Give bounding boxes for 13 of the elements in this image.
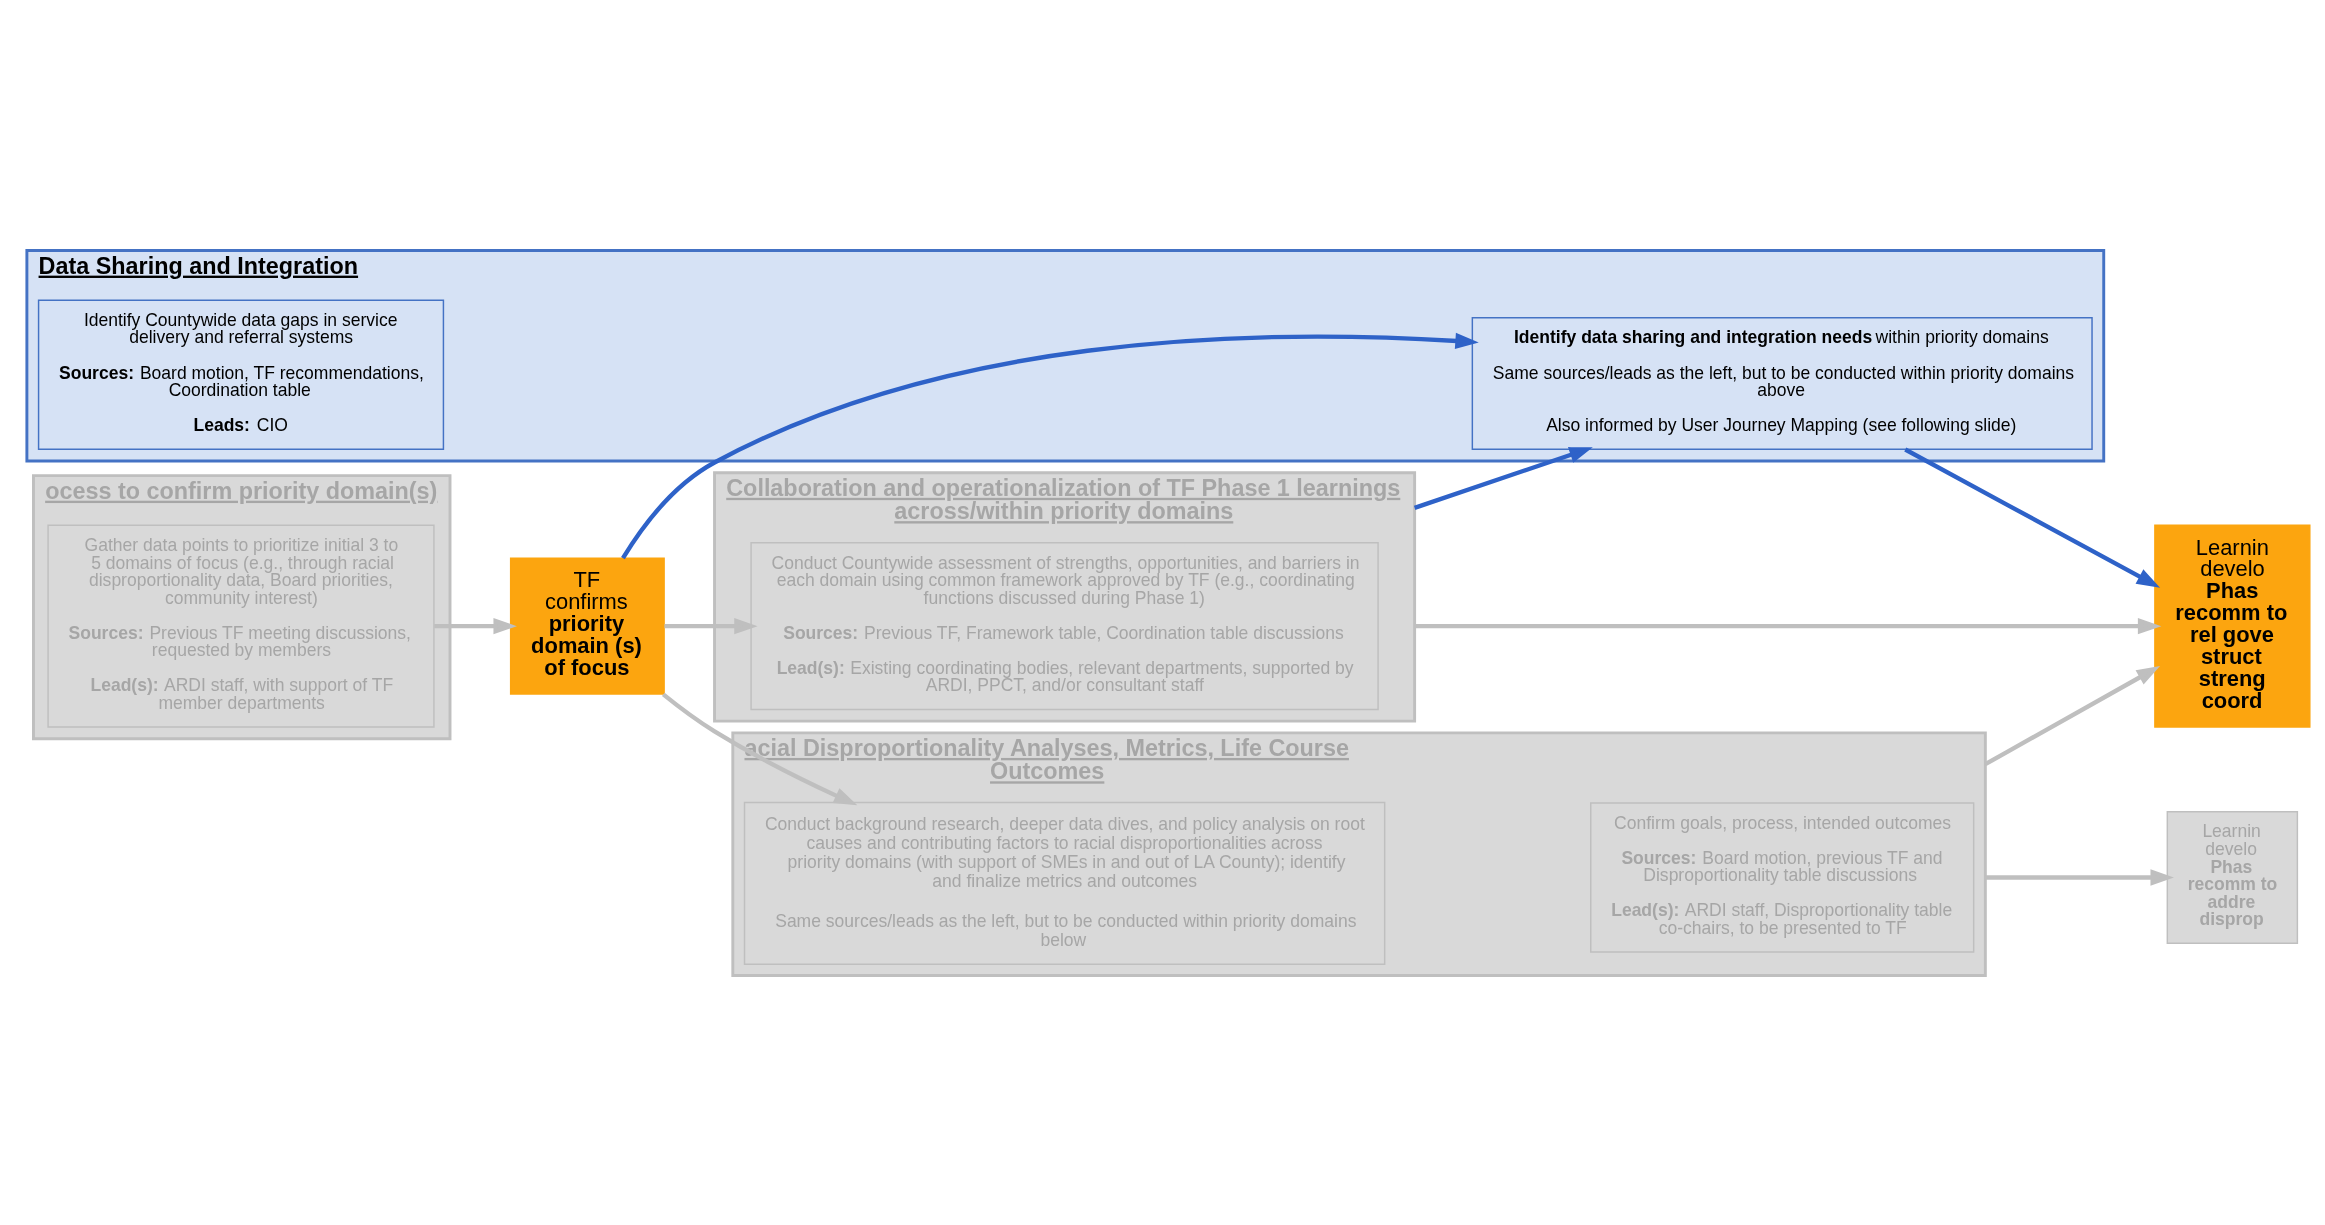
node-box: Learnin develo Phas recomm to rel gove struct streng coord: [2154, 524, 2311, 728]
node-box: Identify data sharing and integration needs within priority domains Same sources/leads as the left, but to be conducted within priority domains above Also informed by User Journey Mapping (see following slide): [1471, 316, 2093, 450]
arrow: [1413, 446, 1593, 510]
arrow: [1985, 868, 2174, 886]
arrow: [621, 332, 1479, 559]
arrow: [1414, 617, 2162, 634]
node-box: TF confirms priority domain (s) of focus: [509, 556, 665, 695]
arrow: [434, 617, 517, 634]
arrow: [1904, 447, 2161, 588]
arrow: [1984, 665, 2161, 766]
arrow: [664, 617, 758, 634]
node-box: Identify Countywide data gaps in service delivery and referral systems Sources: Board motion, TF recommendations, Coordination table Leads: CIO: [37, 299, 445, 450]
arrow: [661, 692, 858, 805]
